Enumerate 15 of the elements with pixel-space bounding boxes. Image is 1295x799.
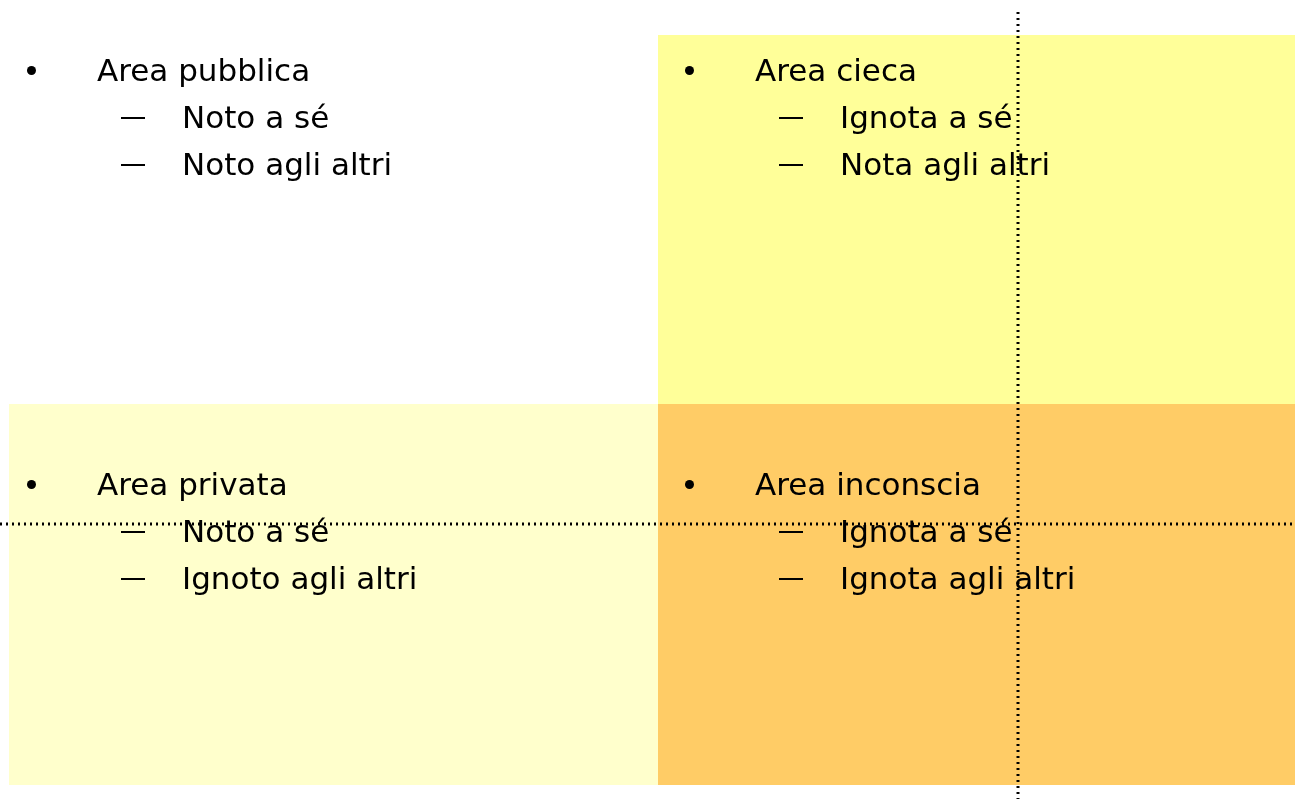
quadrant-panel <box>658 35 1295 404</box>
list-item: Ignota a sé <box>840 512 1013 551</box>
list-heading: Area privata <box>97 465 288 504</box>
list-heading: Area pubblica <box>97 51 311 90</box>
list-heading: Area inconscia <box>755 465 981 504</box>
list-item: Noto a sé <box>182 512 330 551</box>
quadrant-panel <box>9 404 658 785</box>
list-item: Nota agli altri <box>840 145 1051 184</box>
list-item: Ignoto agli altri <box>182 559 418 598</box>
quadrant-panel <box>658 404 1295 785</box>
list-item: Noto a sé <box>182 98 330 137</box>
list-item: Noto agli altri <box>182 145 392 184</box>
list-item: Ignota agli altri <box>840 559 1076 598</box>
list-item: Ignota a sé <box>840 98 1013 137</box>
list-heading: Area cieca <box>755 51 917 90</box>
